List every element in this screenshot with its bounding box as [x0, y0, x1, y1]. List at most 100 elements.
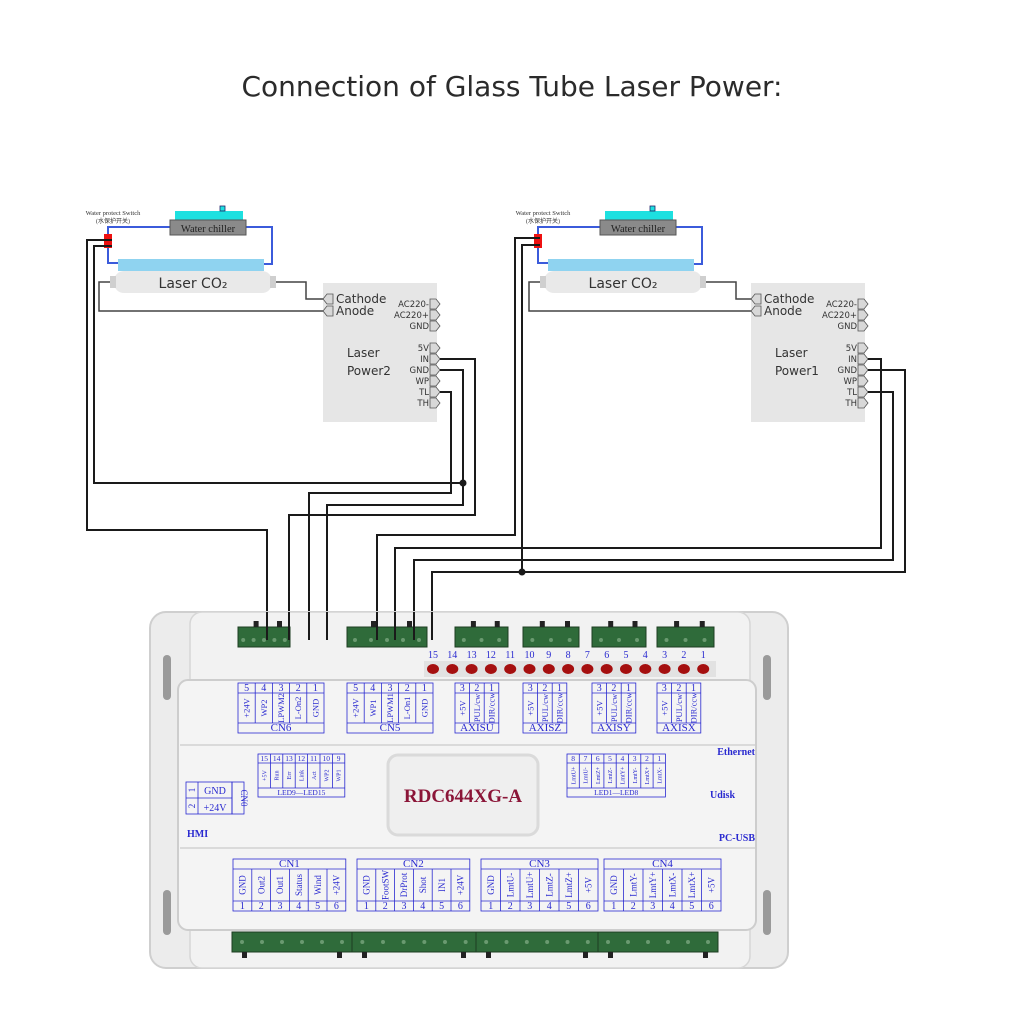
terminal-latch [277, 621, 282, 627]
led-number-label: 15 [428, 650, 438, 661]
terminal-screw [463, 940, 468, 944]
terminal-screw [646, 940, 650, 944]
water-protect-switch-label: Water protect Switch [86, 210, 141, 217]
pin-label: LmtZ+ [564, 872, 574, 898]
tube-water-jacket [118, 259, 264, 271]
terminal-latch [565, 621, 570, 627]
hv-terminal [322, 293, 334, 305]
signal-pin-label: 5V [846, 344, 857, 354]
terminal-screw [272, 638, 277, 642]
signal-terminal [429, 386, 441, 398]
pin-block-name: AXISY [597, 722, 631, 734]
pin-number: 2 [645, 754, 649, 763]
led-number-label: 14 [447, 650, 457, 661]
ac-pin-label: AC220- [826, 300, 857, 310]
pin-number: 2 [542, 683, 547, 694]
pin-label: +5V [262, 769, 268, 780]
led-number-label: 11 [505, 650, 515, 661]
pin-number: 4 [420, 901, 425, 912]
signal-pin-label: WP [415, 377, 429, 387]
water-chiller-label: Water chiller [181, 224, 236, 235]
pin-number: 5 [244, 683, 249, 694]
terminal-screw [585, 940, 590, 944]
pin-number: 1 [240, 901, 245, 912]
terminal-latch [608, 952, 613, 958]
pin-label: Run [275, 770, 281, 780]
signal-terminal [857, 397, 869, 409]
pin-label: +5V [525, 700, 535, 716]
pin-number: 3 [388, 683, 393, 694]
pin-number: 4 [296, 901, 301, 912]
hv-pin-label: Anode [764, 304, 802, 318]
terminal-latch [407, 621, 412, 627]
water-protect-switch [534, 234, 542, 248]
pin-label: +5V [659, 700, 669, 716]
pin-label: DIR/ccw [554, 692, 564, 724]
pin-label: LPWM1 [385, 693, 395, 723]
status-led [677, 664, 690, 674]
pin-label: LmtX+ [645, 766, 651, 784]
terminal-screw [300, 940, 304, 944]
terminal-block [346, 626, 428, 648]
pin-label: LmtZ+ [596, 766, 602, 784]
wire-psu1-gnd [431, 369, 906, 625]
terminal-latch [242, 952, 247, 958]
terminal-screw [422, 940, 427, 944]
pin-label: LmtZ- [544, 873, 554, 897]
pin-block-frame [522, 682, 568, 734]
pin-label: PUL/cw [609, 693, 619, 722]
water-pipe [537, 226, 600, 234]
pin-number: 5 [353, 683, 358, 694]
signal-pin-label: GND [838, 366, 858, 376]
terminal-latch [253, 621, 259, 627]
terminal-screw [706, 940, 710, 944]
pin-number: 12 [298, 754, 306, 763]
pin-number: 4 [261, 683, 266, 694]
cathode-wire [276, 281, 323, 300]
pin-label: Out2 [256, 876, 266, 894]
pin-label: GND [204, 786, 226, 797]
pin-number: 4 [620, 754, 624, 763]
pin-label: +5V [583, 876, 593, 893]
pin-number: 2 [508, 901, 513, 912]
pin-number: 5 [689, 901, 694, 912]
pin-number: 1 [422, 683, 427, 694]
terminal-latch [539, 621, 545, 627]
signal-terminal [429, 364, 441, 376]
terminal-screw [251, 638, 256, 642]
wire-psu2-gnd [326, 369, 464, 625]
psu-name: Laser [347, 346, 380, 360]
terminal-screw [353, 638, 357, 642]
pin-block-name: LED9—LED15 [277, 788, 325, 797]
laser-setup-1: Water protect Switch(水保护开关)Water chiller… [86, 205, 441, 422]
terminal-screw [280, 940, 284, 944]
pin-number: 2 [631, 901, 636, 912]
pin-label: Out1 [275, 876, 285, 894]
pin-number: 6 [334, 901, 339, 912]
pin-label: LmtU- [505, 873, 515, 898]
pin-label: PUL/cw [540, 693, 550, 722]
signal-terminal [857, 364, 869, 376]
terminal-latch [371, 621, 376, 627]
pin-label: LmtY- [633, 768, 639, 784]
pin-block-name: LED1—LED8 [594, 788, 638, 797]
hv-terminal [322, 305, 334, 317]
pin-label: PUL/cw [674, 693, 684, 722]
pin-label: DIR/ccw [688, 692, 698, 724]
terminal-screw [260, 940, 264, 944]
status-led [484, 664, 497, 674]
pin-label: DIR/ccw [623, 692, 633, 724]
terminal-screw [664, 638, 669, 642]
pin-block-frame [231, 781, 245, 815]
led-number-label: 12 [486, 650, 496, 661]
signal-terminal [857, 353, 869, 365]
water-protect-switch-label-cn: (水保护开关) [526, 217, 560, 225]
terminal-screw [360, 940, 365, 944]
terminal-screw [599, 638, 603, 642]
laser-power-supply [751, 283, 865, 422]
page-title: Connection of Glass Tube Laser Power: [241, 70, 783, 103]
pin-label: LmtY+ [648, 872, 658, 899]
ac-terminal [429, 320, 441, 332]
